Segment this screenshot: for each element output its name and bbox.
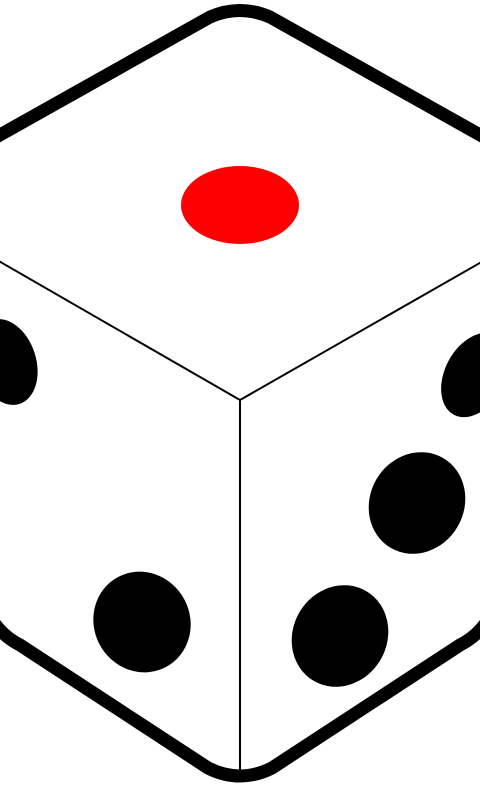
top-face-right-edge (239, 261, 480, 401)
right-face-pip (441, 332, 480, 418)
left-face-pip (93, 571, 191, 673)
top-face-left-edge (0, 260, 241, 401)
right-face-pip (368, 452, 466, 554)
left-face-pip (0, 319, 38, 405)
right-face-pip (291, 585, 389, 687)
top-face-pip (181, 166, 299, 244)
